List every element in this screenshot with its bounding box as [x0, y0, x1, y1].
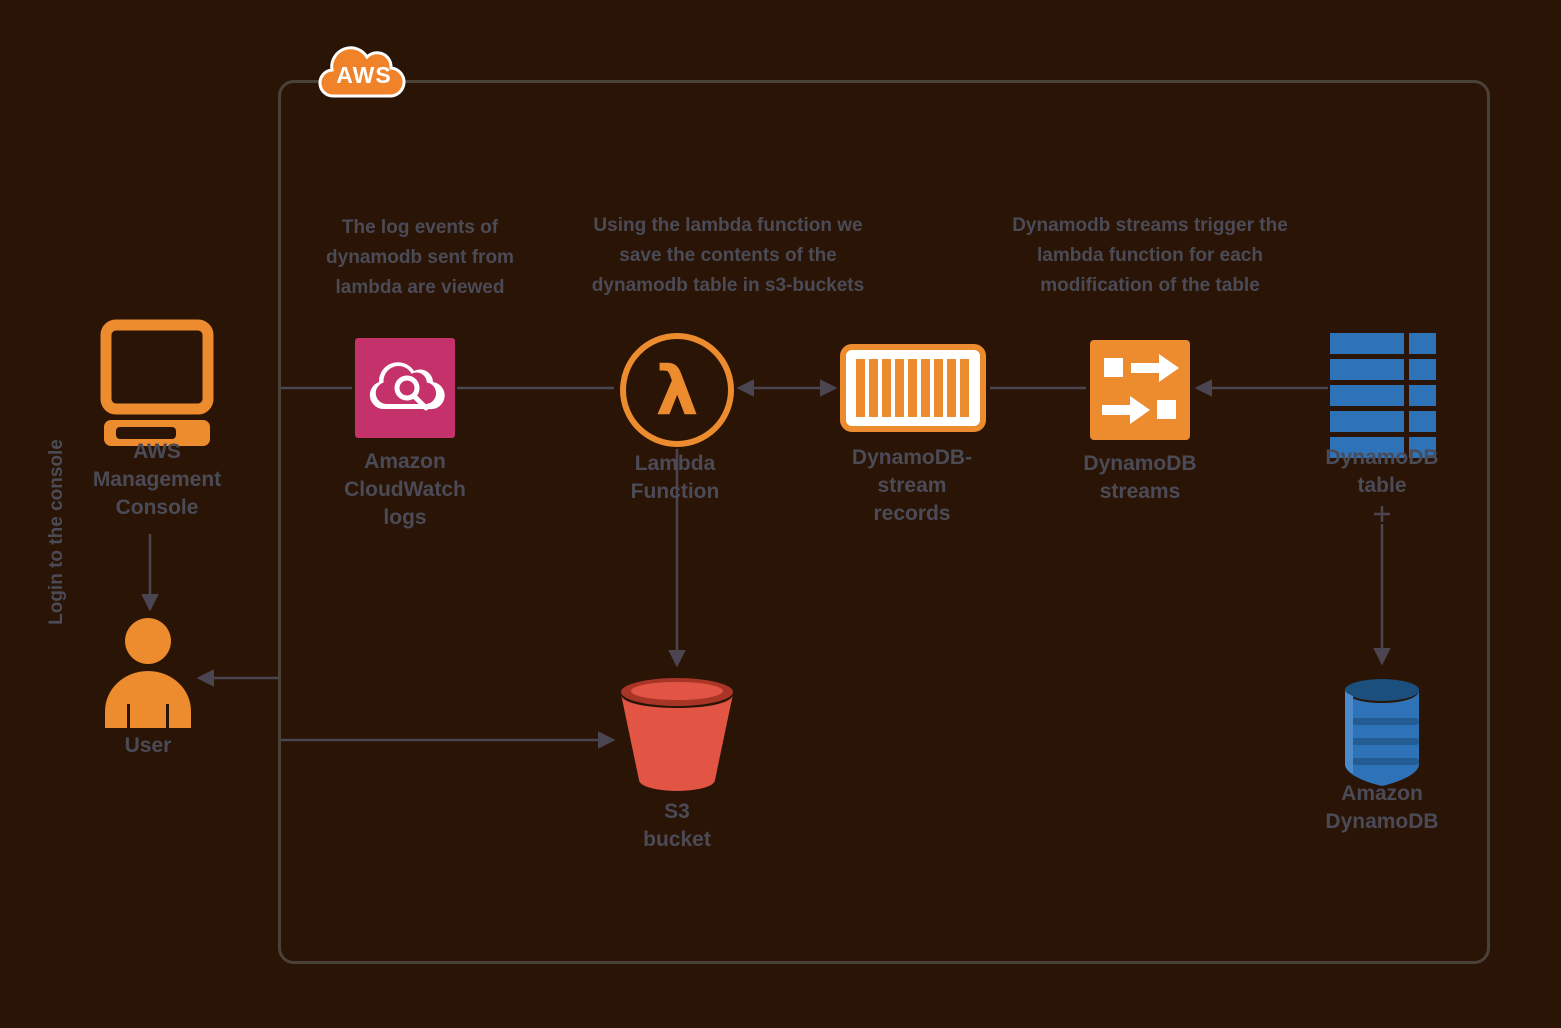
annotation-line: Dynamodb streams trigger the [1012, 215, 1288, 236]
user-label: User [98, 732, 198, 760]
lambda-label-line: Function [630, 480, 720, 503]
stream-records-icon [840, 344, 986, 432]
annotation-cloudwatch: The log events of dynamodb sent from lam… [300, 213, 540, 303]
console-label-line: Console [115, 496, 199, 519]
annotation-streams-trigger: Dynamodb streams trigger the lambda func… [965, 211, 1335, 301]
s3-label-line: bucket [643, 828, 711, 851]
annotation-line: dynamodb sent from [326, 247, 514, 268]
s3-label: S3 bucket [627, 798, 727, 854]
management-console-icon [100, 319, 214, 446]
amazon-dynamodb-label-line: Amazon [1341, 782, 1423, 805]
cloudwatch-label-line: CloudWatch [344, 478, 466, 501]
aws-cloud-boundary [278, 80, 1490, 964]
lambda-label-line: Lambda [634, 452, 716, 475]
user-icon [105, 618, 191, 728]
dynamodb-table-icon [1330, 333, 1436, 458]
lambda-icon: λ [620, 333, 734, 447]
lambda-label: Lambda Function [605, 450, 745, 506]
stream-records-label-line: DynamoDB- [851, 446, 973, 469]
cloudwatch-logs-icon [355, 338, 455, 438]
table-label-line: DynamoDB [1325, 446, 1439, 469]
cloudwatch-label-line: Amazon [364, 450, 446, 473]
annotation-line: The log events of [341, 217, 499, 238]
amazon-dynamodb-icon [1345, 679, 1419, 786]
stream-records-label: DynamoDB- stream records [837, 444, 987, 528]
console-label-line: AWS [133, 440, 181, 463]
streams-label-line: streams [1099, 480, 1181, 503]
table-label: DynamoDB table [1307, 444, 1457, 500]
table-label-line: table [1357, 474, 1407, 497]
dynamodb-streams-icon [1090, 340, 1190, 440]
streams-label: DynamoDB streams [1065, 450, 1215, 506]
streams-label-line: DynamoDB [1083, 452, 1197, 475]
annotation-line: lambda function for each [1037, 245, 1263, 266]
annotation-line: save the contents of the [619, 245, 837, 266]
console-label: AWS Management Console [62, 438, 252, 522]
aws-cloud-icon [318, 46, 406, 98]
console-label-line: Management [92, 468, 222, 491]
user-label-line: User [124, 734, 172, 757]
annotation-line: lambda are viewed [335, 277, 505, 298]
stream-records-label-line: records [873, 502, 951, 525]
s3-label-line: S3 [664, 800, 690, 823]
annotation-lambda-s3: Using the lambda function we save the co… [548, 211, 908, 301]
annotation-line: dynamodb table in s3-buckets [591, 275, 865, 296]
cloudwatch-label-line: logs [383, 506, 427, 529]
amazon-dynamodb-label-line: DynamoDB [1325, 810, 1439, 833]
amazon-dynamodb-label: Amazon DynamoDB [1307, 780, 1457, 836]
annotation-line: modification of the table [1040, 275, 1260, 296]
stream-records-label-line: stream [877, 474, 947, 497]
cloudwatch-label: Amazon CloudWatch logs [325, 448, 485, 532]
svg-text:λ: λ [655, 352, 698, 431]
s3-bucket-icon [621, 678, 733, 791]
aws-logo-label: AWS [336, 62, 392, 88]
annotation-line: Using the lambda function we [593, 215, 863, 236]
aws-cloud-logo: AWS [311, 38, 417, 104]
